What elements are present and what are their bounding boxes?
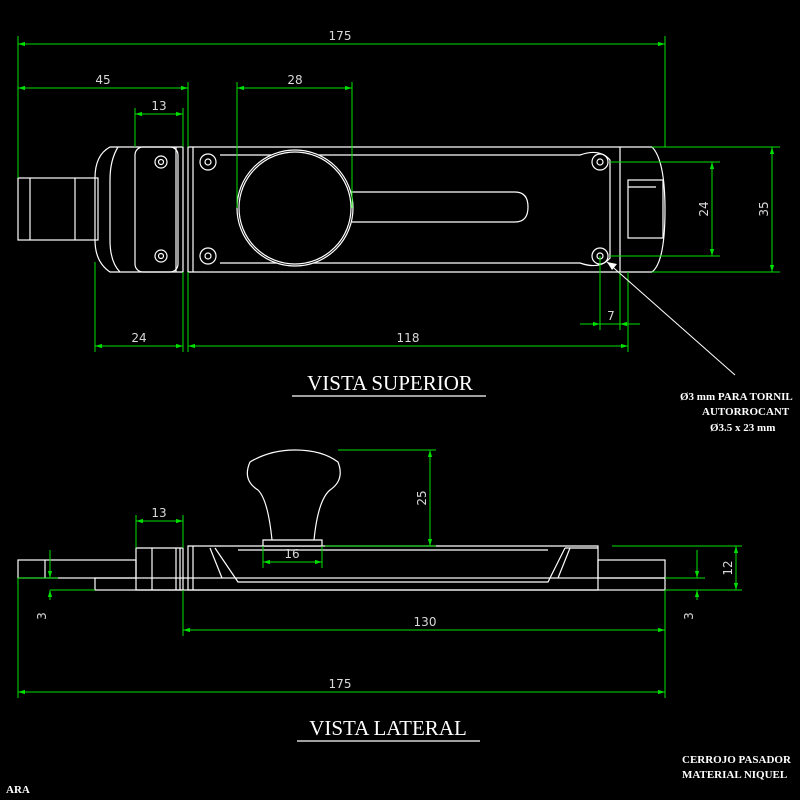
side-dimensions [17, 449, 742, 698]
side-dim-knob-height: 25 [415, 490, 429, 505]
side-dim-overall: 175 [329, 677, 352, 691]
screw-note-line1: Ø3 mm PARA TORNIL [680, 391, 793, 403]
dim-hole-offset: 7 [607, 309, 615, 323]
top-view: 175 45 13 28 24 35 24 118 7 VISTA SUPERI… [17, 29, 793, 434]
footer-line1: CERROJO PASADOR [682, 754, 792, 766]
footer-left-fragment: ARA [6, 784, 30, 796]
dim-bracket-bottom: 24 [131, 331, 146, 345]
screw-note-line3: Ø3.5 x 23 mm [710, 422, 775, 434]
screw-note-line2: AUTORROCANT [702, 406, 790, 418]
side-dim-thickness-left: 3 [35, 612, 49, 620]
side-dim-knob-neck: 16 [284, 547, 299, 561]
dim-plate-length: 118 [397, 331, 420, 345]
bracket-body [94, 146, 184, 273]
side-bolt-rod [17, 559, 137, 579]
footer-line2: MATERIAL NIQUEL [682, 769, 787, 781]
side-knob [262, 539, 323, 547]
side-dim-thickness-right: 3 [682, 612, 696, 620]
side-view-title: VISTA LATERAL [309, 716, 467, 740]
side-dim-plate-length: 130 [414, 615, 437, 629]
bolt-rod [17, 177, 99, 241]
side-view: 13 25 16 12 3 3 130 175 VISTA LATERAL [17, 449, 742, 742]
top-view-title: VISTA SUPERIOR [307, 371, 473, 395]
dim-slot-height: 24 [697, 201, 711, 216]
dim-bracket-width: 13 [151, 99, 166, 113]
dim-knob-diameter: 28 [287, 73, 302, 87]
side-dim-height-right: 12 [721, 560, 735, 575]
side-main-body [187, 545, 599, 591]
bolt-slot [300, 191, 529, 223]
dim-plate-height: 35 [757, 201, 771, 216]
dim-left-part: 45 [95, 73, 110, 87]
knob-top [236, 149, 354, 267]
side-dim-bracket: 13 [151, 506, 166, 520]
screw-leader [606, 261, 736, 376]
end-cap [620, 146, 666, 273]
top-dimensions [17, 36, 780, 352]
bracket-ear [134, 146, 179, 273]
side-bolt-right [597, 559, 666, 579]
dim-overall-top: 175 [329, 29, 352, 43]
